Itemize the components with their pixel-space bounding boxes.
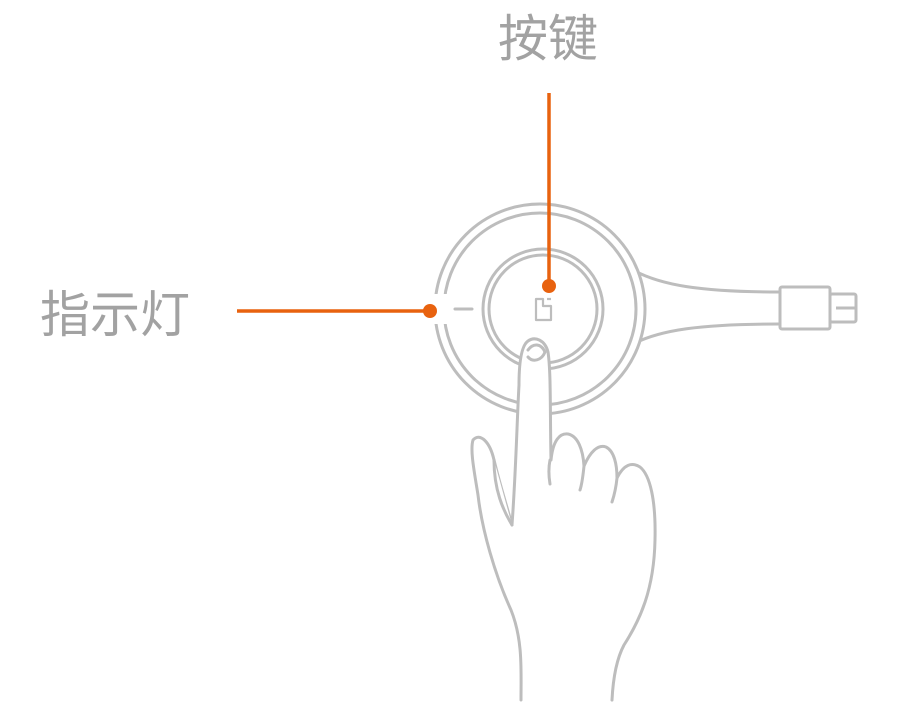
usb-connector: [778, 285, 858, 331]
button-leader: [542, 93, 556, 293]
indicator-leader: [237, 304, 437, 318]
indicator-label: 指示灯: [40, 286, 190, 344]
usb-cable: [631, 268, 782, 346]
button-label: 按键: [498, 10, 598, 68]
hand-illustration: [470, 337, 657, 702]
mi-logo-icon: [534, 297, 553, 322]
